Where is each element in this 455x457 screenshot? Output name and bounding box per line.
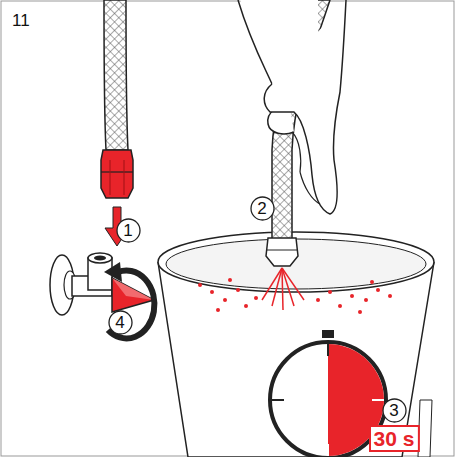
angle-valve (50, 253, 154, 315)
tick (327, 444, 329, 456)
water-drop (254, 296, 258, 300)
hose-left (101, 0, 133, 198)
hand (238, 0, 346, 214)
rotation-arrow (104, 262, 154, 338)
time-box: 30 s (369, 425, 420, 452)
water-drop (358, 310, 362, 314)
callout-number: 2 (250, 196, 275, 221)
callout-text: 1 (123, 222, 132, 239)
callout-text: 2 (257, 200, 266, 217)
callout-text: 4 (115, 314, 124, 331)
water-drop (244, 304, 248, 308)
callout-text: 3 (389, 402, 398, 419)
water-drop (316, 298, 320, 302)
water-spray (262, 268, 304, 310)
figure-number: 11 (12, 12, 30, 29)
tick (272, 399, 284, 401)
water-drop (210, 290, 214, 294)
callout-number: 4 (108, 310, 133, 335)
water-drop (198, 283, 202, 287)
water-drop (338, 304, 342, 308)
time-text: 30 s (374, 428, 415, 449)
water-drop (216, 308, 220, 312)
bucket (158, 232, 434, 457)
callout-number: 1 (116, 218, 141, 243)
water-drop (236, 288, 240, 292)
water-drop (228, 278, 232, 282)
water-drop (388, 294, 392, 298)
water-drop (223, 298, 227, 302)
tick (372, 399, 384, 401)
callout-number: 3 (382, 398, 407, 423)
water-drop (376, 288, 380, 292)
water-drop (350, 294, 354, 298)
water-drops (198, 278, 392, 314)
water-drop (328, 290, 332, 294)
tick (327, 344, 329, 356)
water-drop (370, 280, 374, 284)
water-drop (364, 298, 368, 302)
